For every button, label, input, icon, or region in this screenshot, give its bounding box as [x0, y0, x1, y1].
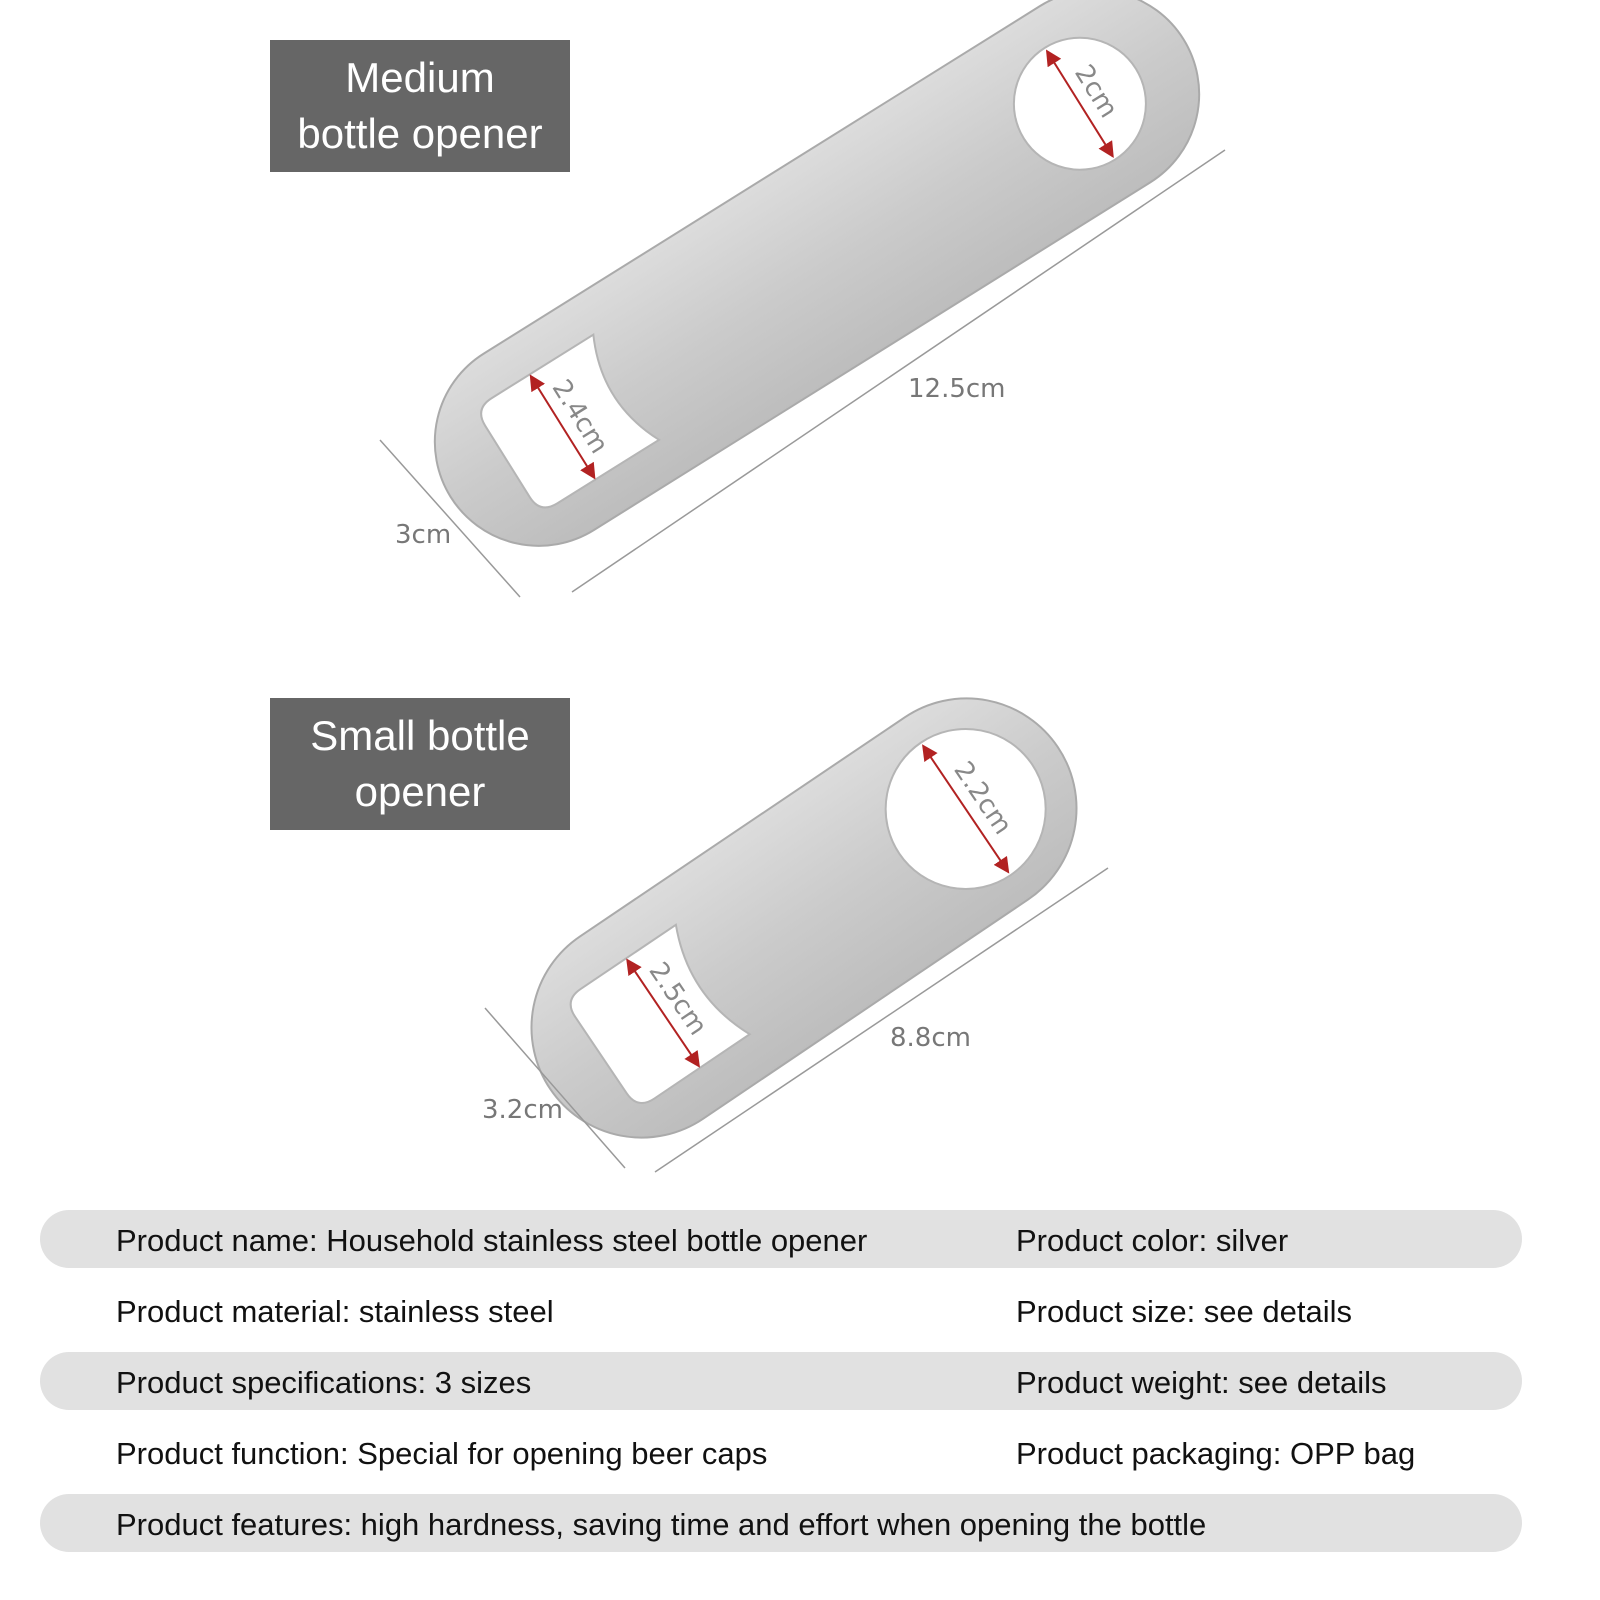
spec-row: Product specifications: 3 sizes Product …: [0, 1352, 1600, 1410]
small-length-dimension-line: [654, 867, 1109, 1173]
medium-width-dimension-line: [379, 439, 521, 598]
small-opener-title: Small bottle opener: [270, 698, 570, 830]
spec-product-name: Product name: Household stainless steel …: [116, 1223, 868, 1258]
medium-title-line2: bottle opener: [297, 110, 543, 157]
medium-opener: 2cm 2.4cm: [433, 0, 1201, 547]
spec-band: [40, 1210, 1522, 1268]
spec-product-weight: Product weight: see details: [1016, 1365, 1387, 1400]
small-length-label: 8.8cm: [890, 1023, 971, 1053]
small-opener: 2.2cm 2.5cm: [530, 697, 1078, 1139]
small-title-line1: Small bottle: [310, 712, 530, 759]
medium-length-dimension-line: [571, 149, 1226, 593]
spec-row: Product features: high hardness, saving …: [0, 1494, 1600, 1552]
spec-row: Product function: Special for opening be…: [0, 1423, 1600, 1481]
medium-length-label: 12.5cm: [908, 374, 1006, 404]
spec-row: Product material: stainless steel Produc…: [0, 1281, 1600, 1339]
medium-width-label: 3cm: [395, 520, 451, 550]
spec-band: [40, 1352, 1522, 1410]
small-title-line2: opener: [354, 768, 486, 815]
spec-product-packaging: Product packaging: OPP bag: [1016, 1436, 1416, 1471]
small-width-label: 3.2cm: [482, 1095, 563, 1125]
spec-product-features: Product features: high hardness, saving …: [116, 1507, 1207, 1542]
spec-product-size: Product size: see details: [1016, 1294, 1353, 1329]
small-width-dimension-line: [484, 1007, 626, 1169]
spec-product-material: Product material: stainless steel: [116, 1294, 554, 1329]
spec-band: [40, 1494, 1522, 1552]
spec-row: Product name: Household stainless steel …: [0, 1210, 1600, 1268]
spec-product-color: Product color: silver: [1016, 1223, 1289, 1258]
spec-product-function: Product function: Special for opening be…: [116, 1436, 768, 1471]
medium-opener-title: Medium bottle opener: [270, 40, 570, 172]
medium-title-line1: Medium: [345, 54, 495, 101]
spec-product-specifications: Product specifications: 3 sizes: [116, 1365, 532, 1400]
